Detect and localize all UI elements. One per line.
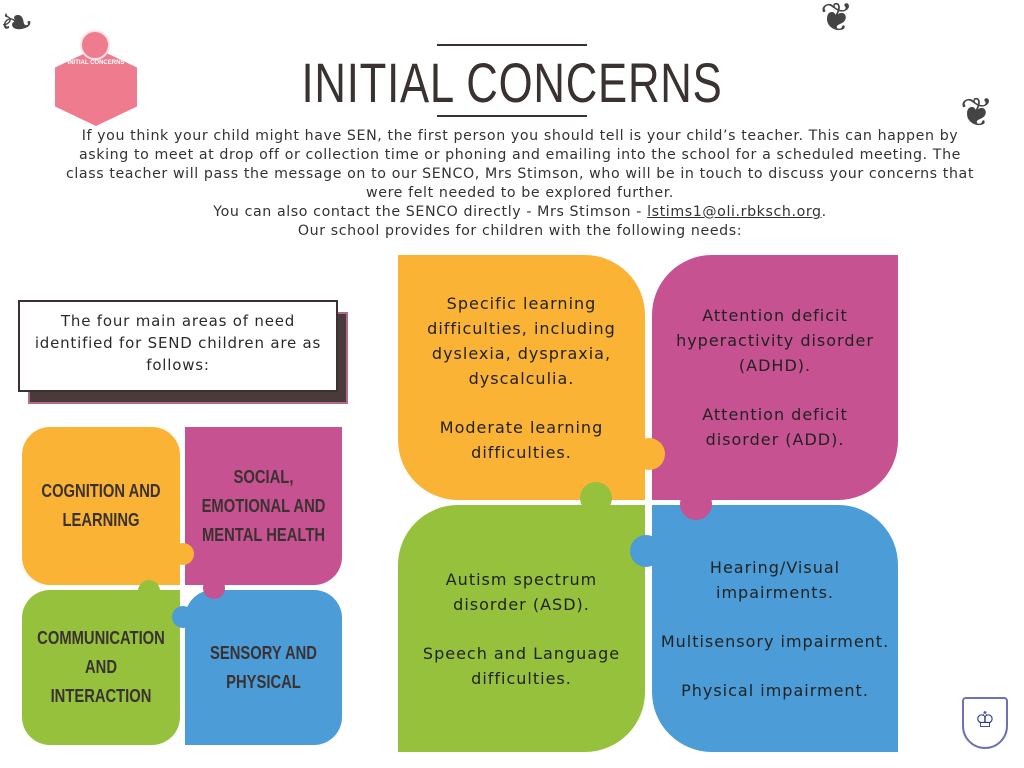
area-label: COMMUNICATION AND INTERACTION	[37, 628, 165, 706]
area-label: SENSORY AND PHYSICAL	[210, 642, 317, 692]
punctuation: .	[821, 204, 827, 220]
needs-sensory: Hearing/Visual impairments. Multisensory …	[652, 505, 898, 752]
area-communication: COMMUNICATION AND INTERACTION	[22, 590, 180, 745]
school-crest-logo: ♔	[962, 697, 1008, 749]
puzzle-knob	[633, 438, 665, 470]
puzzle-knob	[680, 488, 712, 520]
need-text: Attention deficit hyperactivity disorder…	[676, 306, 874, 375]
area-label: COGNITION AND LEARNING	[41, 481, 161, 530]
needs-semh: Attention deficit hyperactivity disorder…	[652, 255, 898, 500]
area-cognition: COGNITION AND LEARNING	[22, 427, 180, 585]
intro-text: If you think your child might have SEN, …	[60, 127, 980, 241]
leaf-decoration-icon: ❦	[960, 90, 994, 136]
need-text: Attention deficit disorder (ADD).	[702, 405, 848, 449]
divider-ornament	[437, 44, 587, 46]
needs-communication: Autism spectrum disorder (ASD). Speech an…	[398, 505, 645, 752]
needs-intro: Our school provides for children with th…	[297, 223, 743, 239]
puzzle-knob	[580, 482, 612, 514]
puzzle-knob	[630, 535, 662, 567]
need-text: Autism spectrum disorder (ASD).	[445, 569, 598, 614]
contact-text: You can also contact the SENCO directly …	[213, 204, 648, 220]
leaf-decoration-icon: ❧	[0, 0, 34, 46]
area-semh: SOCIAL, EMOTIONAL AND MENTAL HEALTH	[185, 427, 342, 585]
area-sensory: SENSORY AND PHYSICAL	[185, 590, 342, 745]
leaf-decoration-icon: ❦	[820, 0, 854, 41]
need-text: Speech and Language difficulties.	[422, 643, 621, 688]
page-title: INITIAL CONCERNS	[301, 51, 723, 114]
need-text: Specific learning difficulties, includin…	[427, 293, 616, 388]
badge-label: INITIAL CONCERNS	[67, 60, 125, 66]
puzzle-knob	[138, 580, 160, 602]
intro-paragraph: If you think your child might have SEN, …	[65, 128, 974, 201]
needs-cognition: Specific learning difficulties, includin…	[398, 255, 645, 500]
need-text: Hearing/Visual impairments.	[709, 557, 841, 602]
area-label: SOCIAL, EMOTIONAL AND MENTAL HEALTH	[201, 466, 326, 545]
need-text: Moderate learning difficulties.	[439, 417, 604, 462]
senco-email-link[interactable]: lstims1@oli.rbksch.org	[647, 204, 822, 220]
need-text: Multisensory impairment.	[660, 631, 890, 651]
puzzle-knob	[172, 543, 194, 565]
thought-bubble-icon	[80, 30, 110, 60]
puzzle-knob	[172, 606, 194, 628]
need-text: Physical impairment.	[681, 680, 869, 700]
areas-intro-box: The four main areas of need identified f…	[18, 300, 338, 392]
puzzle-knob	[203, 577, 225, 599]
divider-ornament	[437, 115, 587, 117]
